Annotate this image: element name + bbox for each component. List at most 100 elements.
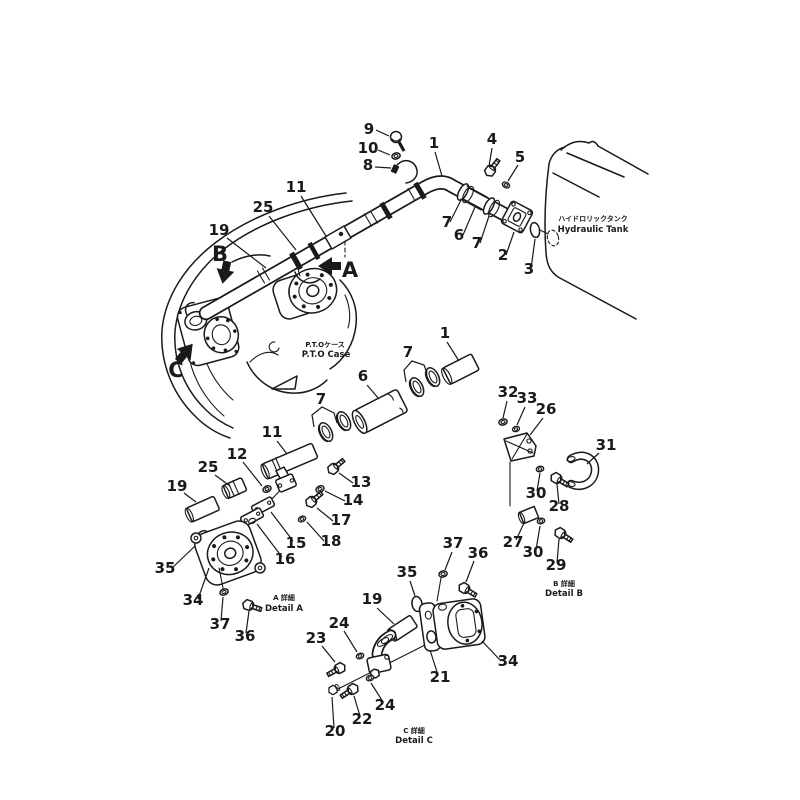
tube-flange — [275, 473, 297, 493]
hydraulic-tank-label-jp: ハイドロリックタンク — [558, 214, 628, 223]
part-number-callout: 30 — [523, 543, 544, 561]
part-number-callout: 37 — [443, 534, 464, 552]
part-number-callout: 8 — [363, 156, 373, 174]
callout-leader-line — [481, 640, 502, 662]
part-number-callout: 6 — [454, 226, 464, 244]
part-number-callout: 21 — [430, 668, 451, 686]
detail-b-group — [497, 417, 600, 546]
pipe-flange — [500, 200, 534, 234]
part-number-callout: 11 — [262, 423, 283, 441]
gasket — [261, 483, 273, 495]
callout-leader-line — [242, 461, 263, 487]
clamp-ring — [314, 419, 337, 445]
view-arrow-c — [174, 343, 193, 364]
callout-leader-line — [316, 507, 334, 522]
main-pipe-assembly — [198, 130, 541, 321]
part-number-callout: 7 — [403, 343, 413, 361]
part-number-callout: 3 — [524, 260, 534, 278]
callout-leader-line — [183, 492, 197, 503]
gear-pump — [432, 598, 486, 650]
part-number-callout: 17 — [331, 511, 352, 529]
part-number-callout: 34 — [183, 591, 204, 609]
callout-leader-line — [586, 452, 600, 465]
part-number-callout: 1 — [429, 134, 439, 152]
hydraulic-tank-label-en: Hydraulic Tank — [558, 225, 629, 235]
part-number-callout: 35 — [397, 563, 418, 581]
part-number-callout: 14 — [343, 491, 364, 509]
part-number-callout: 9 — [364, 120, 374, 138]
clamp-ring — [405, 374, 428, 400]
callout-leader-line — [444, 551, 453, 571]
callout-leader-line — [516, 406, 526, 426]
callout-leader-line — [245, 610, 250, 634]
hex-bolt — [456, 580, 480, 601]
callout-leader-line — [449, 199, 462, 223]
banjo-fitting — [324, 225, 352, 250]
callout-leader-line — [479, 215, 490, 244]
round-head-screw — [389, 130, 406, 152]
callout-leader-line — [276, 440, 288, 455]
part-number-callout: 29 — [546, 556, 567, 574]
hex-bolt — [324, 660, 348, 680]
hex-bolt — [303, 488, 326, 510]
part-number-callout: 37 — [210, 615, 231, 633]
callout-leader-line — [331, 696, 335, 729]
callout-leader-line — [462, 206, 476, 236]
pipe-clamp — [390, 159, 418, 184]
part-number-callout: 22 — [352, 710, 373, 728]
detail-c-group — [324, 569, 486, 702]
spacer — [517, 505, 540, 525]
view-arrows — [174, 240, 346, 364]
view-arrow-a — [318, 257, 341, 275]
callout-leader-line — [300, 195, 327, 237]
washer — [296, 514, 308, 524]
callout-leader-line — [343, 630, 358, 653]
part-number-callout: 19 — [362, 590, 383, 608]
callout-leader-line — [409, 580, 416, 597]
part-number-callout: 16 — [275, 550, 296, 568]
callout-leader-line — [465, 560, 475, 583]
callout-leader-line — [507, 164, 519, 182]
part-number-callout: 27 — [503, 533, 524, 551]
callout-leader-line — [505, 231, 515, 256]
view-marker-letter: C — [168, 358, 183, 382]
callout-leader-line — [226, 237, 267, 269]
part-number-callout: 11 — [286, 178, 307, 196]
part-number-callout: 4 — [487, 130, 497, 148]
detail-b-label-jp: B 詳細 — [553, 579, 575, 588]
part-number-callout: 18 — [321, 532, 342, 550]
pto-case-outline — [161, 192, 358, 439]
part-number-callout: 26 — [536, 400, 557, 418]
callout-leader-line — [515, 520, 526, 541]
callout-leader-line — [446, 341, 460, 362]
part-number-callout: 12 — [227, 445, 248, 463]
callout-leader-line — [306, 521, 325, 542]
callout-leader-line — [214, 474, 231, 487]
washer — [500, 180, 512, 190]
washer — [511, 424, 521, 434]
u-clamp — [566, 451, 600, 490]
callout-leader-line — [434, 151, 443, 177]
callout-leader-line — [171, 545, 196, 569]
callout-leader-line — [321, 645, 336, 663]
detail-c-label-jp: C 詳細 — [403, 726, 425, 735]
plug-bolt — [328, 683, 341, 696]
callout-leader-line — [403, 360, 428, 383]
detail-a-label-jp: A 詳細 — [273, 593, 295, 602]
part-number-callout: 6 — [358, 367, 368, 385]
part-number-callout: 13 — [351, 473, 372, 491]
hex-bolt — [548, 470, 572, 490]
callout-leader-line — [556, 483, 560, 505]
part-number-callout: 20 — [325, 722, 346, 740]
part-number-callout: 2 — [498, 246, 508, 264]
view-marker-letter: A — [342, 258, 359, 282]
callout-leader-line — [502, 400, 508, 419]
part-number-callout: 28 — [549, 497, 570, 515]
o-ring — [529, 221, 541, 239]
detail-a-group — [184, 442, 348, 615]
callout-leader-line — [311, 406, 338, 428]
washer — [497, 417, 509, 427]
callout-leader-line — [429, 649, 439, 676]
